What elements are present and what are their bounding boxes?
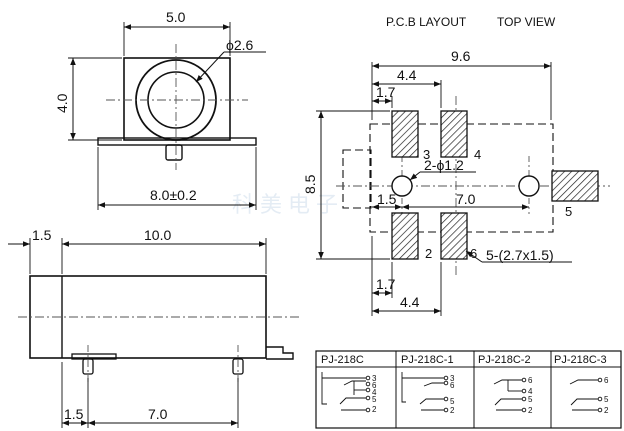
- pin-c3-6: 6: [604, 376, 609, 385]
- pin-c0-2: 2: [372, 405, 377, 414]
- hole-spacing-dim: 7.0: [456, 191, 476, 207]
- pin-c2-5: 5: [528, 395, 533, 404]
- model-header-4: PJ-218C-3: [554, 354, 607, 366]
- mount-flange: [97, 137, 257, 146]
- pad-size-label: 5-(2.7x1.5): [486, 247, 554, 263]
- mount-hole-right: [518, 175, 540, 197]
- left-offset-dim: 1.5: [377, 191, 397, 207]
- front-view: 5.0 4.0 ϕ2.6 8.0±0.2: [54, 9, 266, 210]
- pin-c3-2: 2: [604, 406, 609, 415]
- pad-5: [551, 170, 599, 202]
- model-table: PJ-218C PJ-218C-1 PJ-218C-2 PJ-218C-3 3 …: [315, 350, 622, 429]
- pin-c0-3: 3: [372, 374, 377, 383]
- pcb-layout: P.C.B LAYOUT TOP VIEW 3 4 5 2 6 9.6 4.4 …: [302, 15, 610, 316]
- model-header-3: PJ-218C-2: [478, 354, 531, 366]
- pad-width-dim: 1.7: [376, 84, 396, 100]
- pin-c0-5: 5: [372, 395, 377, 404]
- pin-label-6: 6: [470, 246, 477, 261]
- pin-c0-6: 6: [372, 381, 377, 390]
- pin-c1-5: 5: [450, 397, 455, 406]
- pin-label-3: 3: [423, 147, 430, 162]
- side-bottom-span-dim: 7.0: [148, 406, 168, 422]
- side-pin-1: [82, 358, 94, 375]
- pad-3: [391, 110, 419, 158]
- lower-pad-width-dim: 1.7: [376, 276, 396, 292]
- schematic-pj-218c-2: [493, 377, 527, 413]
- pin-c1-3: 3: [450, 374, 455, 383]
- model-header-1: PJ-218C: [321, 354, 364, 366]
- view-title: TOP VIEW: [497, 15, 556, 29]
- base-dim: 8.0±0.2: [150, 187, 197, 203]
- pin-c1-6: 6: [450, 381, 455, 390]
- side-tab: [266, 346, 294, 360]
- pad-6: [440, 212, 468, 260]
- schematic-pj-218c-3: [569, 377, 603, 413]
- schematic-pj-218c-1: [401, 372, 449, 413]
- pad-4: [440, 110, 468, 158]
- mount-hole-left: [391, 175, 413, 197]
- overall-width-dim: 9.6: [451, 48, 471, 64]
- pin-label-4: 4: [474, 147, 481, 162]
- model-header-2: PJ-218C-1: [401, 354, 454, 366]
- overall-height-dim: 8.5: [302, 174, 318, 194]
- side-base-plate: [71, 353, 117, 360]
- pin-c2-2: 2: [528, 406, 533, 415]
- side-length-dim: 10.0: [144, 227, 171, 243]
- pad-2: [391, 212, 419, 260]
- side-left-dim: 1.5: [32, 227, 52, 243]
- side-view: 1.5 10.0 1.5 7.0: [8, 227, 300, 428]
- side-pin-2: [232, 358, 244, 375]
- width-dim: 5.0: [166, 9, 186, 25]
- pin-label-5: 5: [565, 204, 572, 219]
- pin-c0-4: 4: [372, 388, 377, 397]
- front-outline: [342, 149, 372, 209]
- side-bottom-left-dim: 1.5: [64, 406, 84, 422]
- lower-offset-dim: 4.4: [400, 294, 420, 310]
- pin-c3-5: 5: [604, 395, 609, 404]
- layout-title: P.C.B LAYOUT: [386, 15, 467, 29]
- schematic-pj-218c: [321, 372, 371, 413]
- hole-dim: ϕ2.6: [226, 37, 254, 53]
- height-dim: 4.0: [54, 93, 70, 113]
- pin-label-2: 2: [425, 246, 432, 261]
- pin-c1-2: 2: [450, 406, 455, 415]
- pin-c2-6: 6: [528, 376, 533, 385]
- center-pin-front: [165, 144, 183, 161]
- pin-c2-4: 4: [528, 387, 533, 396]
- hole-dim-label: 2-ϕ1.2: [424, 157, 464, 173]
- upper-offset-dim: 4.4: [397, 67, 417, 83]
